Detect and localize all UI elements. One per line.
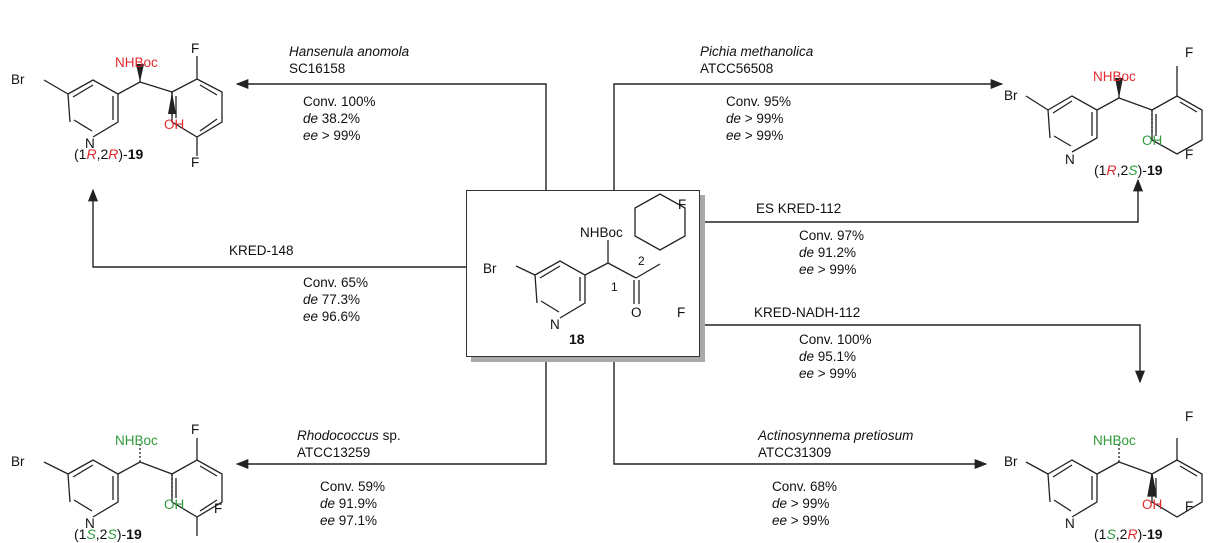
atom-n-bl: N	[85, 516, 95, 531]
compound-label-18: 18	[569, 331, 585, 347]
arrow-eskred	[698, 178, 1144, 223]
strain-pichia: ATCC56508	[700, 61, 774, 76]
atom-nhboc-18: NHBoc	[580, 225, 623, 240]
organism-actino: Actinosynnema pretiosum	[758, 428, 914, 443]
arrow-krednadh	[698, 324, 1146, 384]
atom-br-tl: Br	[11, 72, 25, 87]
results-rhodococcus: Conv. 59% de 91.9% ee 97.1%	[320, 479, 386, 528]
atom-nhboc-br: NHBoc	[1093, 433, 1136, 448]
atom-br-tr: Br	[1004, 88, 1018, 103]
results-hansenula: Conv. 100% de 38.2% ee > 99%	[303, 94, 376, 143]
atom-oh-tl: OH	[164, 117, 185, 132]
arrow-rhodococcus	[235, 355, 547, 470]
atom-f-bot-tr: F	[1185, 147, 1194, 162]
results-eskred: Conv. 97% de 91.2% ee > 99%	[799, 228, 865, 277]
conditions-pichia: Pichia methanolica ATCC56508	[700, 43, 813, 77]
wedge-tr-nh	[1115, 78, 1123, 98]
locant-c2: 2	[638, 254, 645, 268]
conditions-hansenula: Hansenula anomola SC16158	[289, 43, 409, 77]
atom-br-br: Br	[1004, 454, 1018, 469]
organism-pichia: Pichia methanolica	[700, 44, 814, 59]
organism-hansenula: Hansenula anomola	[289, 44, 410, 59]
enzyme-eskred: ES KRED-112	[756, 201, 842, 216]
atom-f-top-tl: F	[191, 41, 200, 56]
organism-rhodococcus: Rhodococcus sp.	[297, 428, 401, 443]
strain-hansenula: SC16158	[289, 61, 346, 76]
atom-f-bot-18: F	[677, 305, 686, 320]
atom-f-top-tr: F	[1185, 45, 1194, 60]
atom-oh-tr: OH	[1142, 133, 1163, 148]
results-pichia: Conv. 95% de > 99% ee > 99%	[726, 94, 792, 143]
product-label-bl: (1S,2S)-19	[74, 526, 142, 542]
atom-f-bot-br: F	[1185, 499, 1194, 514]
wedge-tl-nh	[136, 64, 144, 82]
atom-n-tl: N	[85, 136, 95, 151]
atom-o-18: O	[631, 305, 642, 320]
atom-n-18: N	[550, 317, 560, 332]
atom-f-top-bl: F	[191, 422, 200, 437]
wedge-tl-oh	[168, 92, 176, 114]
atom-f-top-18: F	[678, 197, 687, 212]
atom-oh-bl: OH	[164, 497, 185, 512]
results-kred148: Conv. 65% de 77.3% ee 96.6%	[303, 275, 369, 324]
atom-f-bot-bl: F	[214, 501, 223, 516]
enzyme-kred148: KRED-148	[229, 243, 294, 258]
arrow-kred148	[87, 188, 466, 268]
product-label-tl: (1R,2R)-19	[74, 146, 144, 162]
conditions-actino: Actinosynnema pretiosum ATCC31309	[758, 427, 913, 461]
strain-actino: ATCC31309	[758, 445, 832, 460]
atom-br-bl: Br	[11, 454, 25, 469]
atom-nhboc-tl: NHBoc	[115, 55, 158, 70]
product-label-br: (1S,2R)-19	[1094, 526, 1163, 542]
atom-n-br: N	[1065, 516, 1075, 531]
atom-nhboc-bl: NHBoc	[115, 433, 158, 448]
atom-n-tr: N	[1065, 152, 1075, 167]
strain-rhodococcus: ATCC13259	[297, 445, 371, 460]
atom-f-bot-tl: F	[191, 155, 200, 170]
arrow-actino	[613, 355, 988, 470]
molecule-bl	[43, 438, 223, 536]
molecule-br	[1025, 438, 1203, 518]
results-krednadh: Conv. 100% de 95.1% ee > 99%	[799, 332, 872, 381]
arrow-hansenula	[235, 78, 547, 190]
enzyme-krednadh: KRED-NADH-112	[754, 305, 861, 320]
atom-f-top-br: F	[1185, 409, 1194, 424]
atom-br-18: Br	[483, 261, 497, 276]
atom-oh-br: OH	[1142, 497, 1163, 512]
molecule-tr	[1025, 66, 1203, 155]
product-label-tr: (1R,2S)-19	[1094, 162, 1163, 178]
arrow-pichia	[613, 78, 1004, 190]
locant-c1: 1	[611, 280, 618, 294]
atom-nhboc-tr: NHBoc	[1093, 69, 1136, 84]
results-actino: Conv. 68% de > 99% ee > 99%	[772, 479, 838, 528]
conditions-rhodococcus: Rhodococcus sp. ATCC13259	[297, 427, 401, 461]
